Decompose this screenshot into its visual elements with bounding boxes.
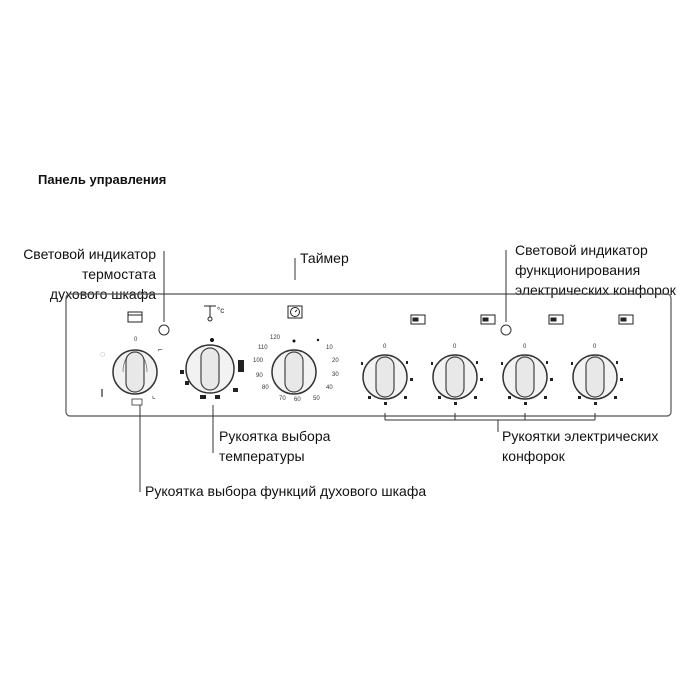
hotplate-knob-zero: 0 (453, 344, 457, 350)
temperature-knob-label: Рукоятка выбора температуры (219, 426, 330, 466)
timer-scale-label: 90 (256, 373, 263, 379)
oven-function-knob[interactable]: 0 ◌ ⌐ ∥ ⌞ (100, 337, 163, 406)
label-line: Световой индикатор (23, 246, 156, 262)
timer-scale-label: 60 (294, 397, 301, 403)
svg-text:⌞: ⌞ (152, 391, 156, 400)
hotplate-position-icons (410, 314, 634, 325)
timer-scale-label: 20 (332, 358, 339, 364)
control-panel (65, 293, 672, 417)
label-line: Световой индикатор (515, 242, 648, 258)
svg-text:◌: ◌ (100, 349, 105, 359)
timer-scale-label: 10 (326, 345, 333, 351)
label-line: функционирования (515, 262, 641, 278)
timer-label: Таймер (300, 250, 349, 266)
clock-timer-icon (287, 305, 303, 319)
timer-scale: 120 10 20 30 40 50 60 70 80 90 100 110 (253, 335, 339, 403)
hotplate-knob-1[interactable]: 0 (361, 344, 413, 405)
timer-scale-label: 40 (326, 385, 333, 391)
callout-lines (139, 250, 596, 492)
page-title: Панель управления (38, 172, 167, 187)
timer-scale-label: 80 (262, 385, 269, 391)
hotplate-indicator-lamp (500, 324, 512, 336)
function-knob-zero: 0 (134, 337, 138, 343)
label-line: Рукоятки электрических (502, 428, 659, 444)
timer-scale-label: 120 (270, 335, 281, 341)
timer-scale-label: 70 (279, 396, 286, 402)
hotplate-knobs-label: Рукоятки электрических конфорок (502, 426, 658, 466)
hotplate-knob-3[interactable]: 0 (501, 344, 553, 405)
label-line: Рукоятка выбора (219, 428, 331, 444)
timer-knob[interactable] (271, 339, 317, 395)
hotplate-knob-zero: 0 (593, 344, 597, 350)
label-line: конфорок (502, 448, 565, 464)
label-line: термостата (81, 266, 156, 282)
timer-scale-label: 30 (332, 372, 339, 378)
timer-scale-label: 110 (258, 345, 268, 351)
hotplate-knob-4[interactable]: 0 (571, 344, 623, 405)
svg-text:⌐: ⌐ (158, 345, 163, 354)
thermometer-celsius-icon: °c (204, 305, 224, 322)
svg-text:∥: ∥ (100, 388, 104, 397)
hotplate-knob-zero: 0 (383, 344, 387, 350)
oven-thermostat-indicator-lamp (158, 324, 170, 336)
hotplate-knob-zero: 0 (523, 344, 527, 350)
label-line: температуры (219, 448, 305, 464)
timer-scale-label: 50 (313, 396, 320, 402)
oven-lamp-icon (127, 311, 143, 323)
oven-function-knob-label: Рукоятка выбора функций духового шкафа (145, 483, 427, 499)
svg-text:°c: °c (217, 306, 224, 315)
temperature-knob[interactable] (180, 338, 244, 399)
timer-scale-label: 100 (253, 358, 264, 364)
hotplate-knob-2[interactable]: 0 (431, 344, 483, 405)
